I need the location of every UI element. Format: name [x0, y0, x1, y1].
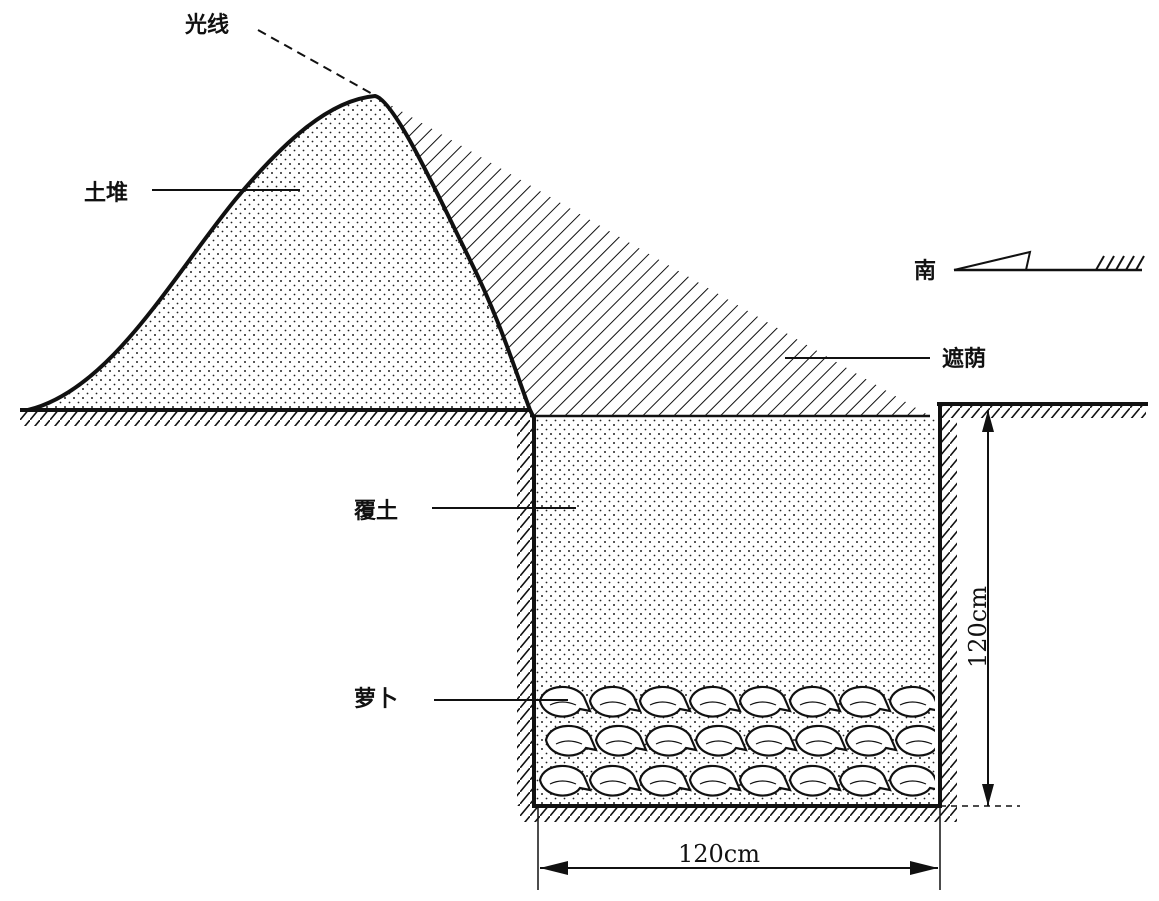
cover-soil-label: 覆土	[353, 499, 398, 524]
shade-label: 遮荫	[942, 346, 986, 372]
radish-vein	[849, 780, 877, 785]
light-ray-line	[257, 29, 377, 97]
soil-mound	[27, 93, 533, 412]
south-arrow-icon	[953, 250, 1032, 271]
radish-vein	[899, 701, 927, 706]
radish-vein	[655, 740, 683, 745]
radish-vein	[755, 740, 783, 745]
radish-layer	[539, 685, 935, 797]
radish-vein	[699, 701, 727, 706]
radish-vein	[649, 701, 677, 706]
ground-symbol-icon	[1095, 255, 1145, 271]
radish-vein	[799, 780, 827, 785]
ground-hatching	[20, 404, 1146, 822]
radish-vein	[849, 701, 877, 706]
radish-vein	[549, 780, 577, 785]
radish-vein	[555, 740, 583, 745]
radish-label: 萝卜	[354, 686, 398, 712]
ground-outline	[20, 402, 1148, 808]
radish-vein	[905, 740, 933, 745]
radish-vein	[799, 701, 827, 706]
radish-vein	[749, 701, 777, 706]
radish-vein	[549, 701, 577, 706]
radish-vein	[605, 740, 633, 745]
depth-dimension: 120cm	[940, 410, 1020, 807]
radish-vein	[599, 780, 627, 785]
radish-vein	[649, 780, 677, 785]
radish-vein	[805, 740, 833, 745]
south-direction-indicator: 南	[914, 250, 1145, 284]
width-dimension: 120cm	[537, 808, 941, 890]
light-ray-label: 光线	[184, 12, 229, 38]
south-label: 南	[914, 259, 936, 284]
radish-vein	[699, 780, 727, 785]
radish-vein	[599, 701, 627, 706]
radish-vein	[899, 780, 927, 785]
shade-region	[375, 96, 930, 416]
width-label: 120cm	[678, 840, 760, 868]
depth-label: 120cm	[964, 586, 992, 668]
radish-vein	[749, 780, 777, 785]
soil-mound-label: 土堆	[84, 181, 128, 206]
radish-vein	[855, 740, 883, 745]
radish-vein	[705, 740, 733, 745]
